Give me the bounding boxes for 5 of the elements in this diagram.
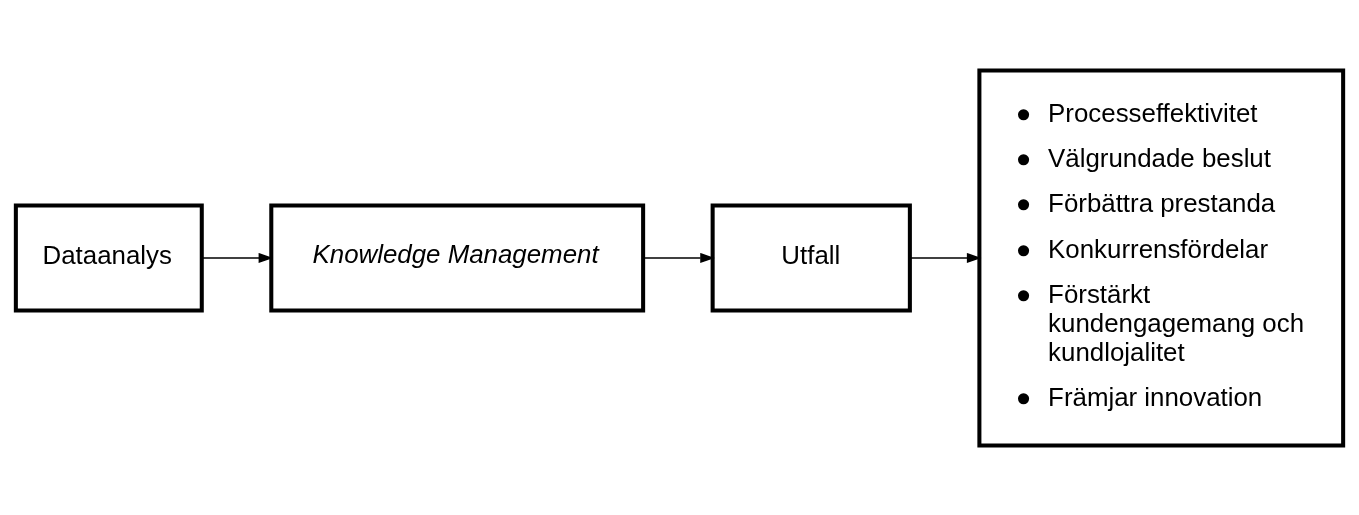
node-box: Utfall	[710, 202, 912, 313]
node-box: Knowledge Management	[269, 202, 646, 313]
arrow	[642, 252, 715, 263]
node-box: ● Processeffektivitet ● Välgrundade beslut ● Förbättra prestanda ● Konkurrensfördelar ● Förstärkt kundengagemang och kundlojalitet ● Främjar innovation	[977, 67, 1346, 448]
node-box: Dataanalys	[13, 202, 204, 313]
